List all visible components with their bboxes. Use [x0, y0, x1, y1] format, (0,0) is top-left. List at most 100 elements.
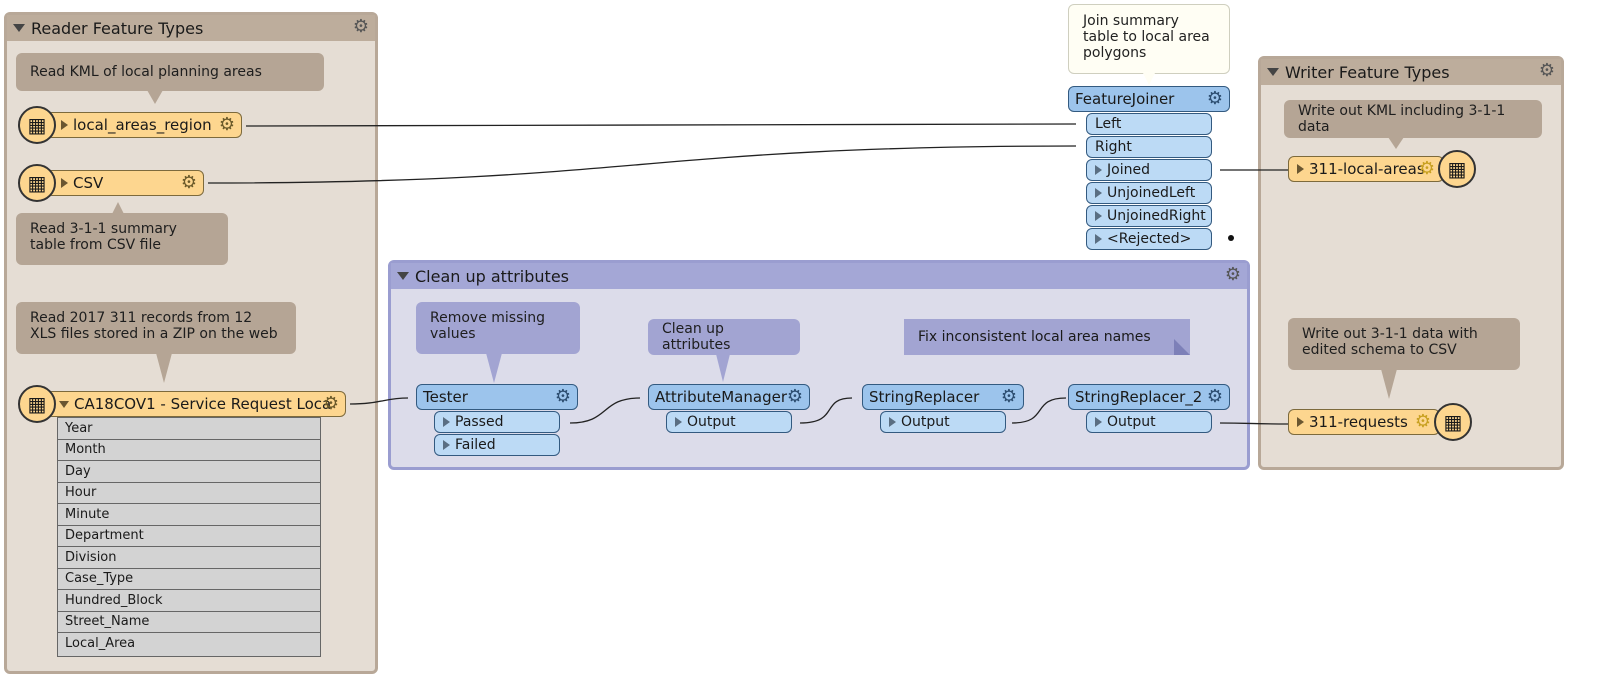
- attribute-row[interactable]: Department: [58, 526, 320, 547]
- expand-icon[interactable]: [1297, 164, 1304, 174]
- feature-type-name: 311-requests: [1309, 413, 1408, 431]
- transformer-name: AttributeManager: [655, 388, 787, 406]
- output-port-passed[interactable]: Passed: [434, 411, 560, 433]
- gear-icon[interactable]: ⚙: [1206, 386, 1223, 407]
- reader-table-icon[interactable]: ▦: [18, 385, 56, 423]
- annotation-pointer: [112, 202, 124, 214]
- gear-icon[interactable]: ⚙: [322, 393, 339, 414]
- transformer-name: FeatureJoiner: [1075, 90, 1175, 108]
- attribute-row[interactable]: Hour: [58, 483, 320, 504]
- gear-icon[interactable]: ⚙: [554, 386, 571, 407]
- annotation-pointer: [716, 354, 730, 382]
- gear-icon[interactable]: ⚙: [218, 114, 235, 135]
- writer-table-icon[interactable]: ▦: [1438, 150, 1476, 188]
- expand-icon[interactable]: [443, 417, 450, 427]
- link-output-to-strrep2: [1011, 397, 1067, 424]
- output-port-output[interactable]: Output: [1086, 411, 1212, 433]
- link-passed-to-attrmgr: [569, 397, 641, 424]
- port-label: Output: [687, 414, 736, 430]
- transformer-stringreplacer[interactable]: StringReplacer ⚙: [862, 384, 1024, 410]
- port-label: <Rejected>: [1107, 231, 1192, 247]
- output-port-output[interactable]: Output: [666, 411, 792, 433]
- cleanup-bookmark-header[interactable]: Clean up attributes: [391, 263, 1247, 289]
- attribute-row[interactable]: Hundred_Block: [58, 590, 320, 612]
- input-port-right[interactable]: Right: [1086, 136, 1212, 158]
- annotation-fix-names[interactable]: Fix inconsistent local area names: [904, 319, 1190, 355]
- expand-icon[interactable]: [1095, 188, 1102, 198]
- attribute-row[interactable]: Street_Name: [58, 612, 320, 633]
- collapse-icon[interactable]: [13, 24, 25, 32]
- gear-icon[interactable]: ⚙: [786, 386, 803, 407]
- collapse-icon[interactable]: [1267, 68, 1279, 76]
- gear-icon[interactable]: ⚙: [1538, 60, 1555, 81]
- output-port-joined[interactable]: Joined: [1086, 159, 1212, 181]
- expand-icon[interactable]: [675, 417, 682, 427]
- annotation-clean-attrs[interactable]: Clean up attributes: [648, 319, 800, 355]
- expand-icon[interactable]: [443, 440, 450, 450]
- annotation-write-csv[interactable]: Write out 3-1-1 data with edited schema …: [1288, 318, 1520, 370]
- gear-icon[interactable]: ⚙: [1000, 386, 1017, 407]
- expand-icon[interactable]: [1095, 211, 1102, 221]
- attribute-row[interactable]: Day: [58, 461, 320, 483]
- annotation-text: Clean up attributes: [662, 321, 731, 353]
- reader-ca18cov1[interactable]: CA18COV1 - Service Request Loca ⚙: [46, 391, 346, 417]
- collapse-icon[interactable]: [59, 400, 69, 408]
- attribute-row[interactable]: Division: [58, 547, 320, 569]
- transformer-tester[interactable]: Tester ⚙: [416, 384, 578, 410]
- gear-icon[interactable]: ⚙: [1414, 411, 1431, 432]
- output-port-unjoinedright[interactable]: UnjoinedRight: [1086, 205, 1212, 227]
- link-ca18-to-tester: [349, 397, 409, 405]
- gear-icon[interactable]: ⚙: [352, 16, 369, 37]
- reader-table-icon[interactable]: ▦: [18, 164, 56, 202]
- attribute-row[interactable]: Local_Area: [65, 636, 136, 652]
- expand-icon[interactable]: [1095, 417, 1102, 427]
- reader-bookmark-header[interactable]: Reader Feature Types: [7, 15, 375, 41]
- transformer-attributemanager[interactable]: AttributeManager ⚙: [648, 384, 810, 410]
- gear-icon[interactable]: ⚙: [1418, 158, 1435, 179]
- annotation-read-csv[interactable]: Read 3-1-1 summary table from CSV file: [16, 213, 228, 265]
- reader-local-areas-region[interactable]: local_areas_region ⚙: [46, 112, 242, 138]
- expand-icon[interactable]: [1095, 165, 1102, 175]
- feature-type-name: local_areas_region: [73, 116, 212, 134]
- folded-corner-icon: [1174, 339, 1190, 355]
- annotation-text: Remove missing values: [430, 310, 546, 342]
- transformer-featurejoiner[interactable]: FeatureJoiner ⚙: [1068, 86, 1230, 112]
- expand-icon[interactable]: [61, 120, 68, 130]
- attribute-row[interactable]: Year: [58, 418, 320, 440]
- attribute-row[interactable]: Case_Type: [58, 569, 320, 590]
- annotation-join[interactable]: Join summary table to local area polygon…: [1068, 4, 1230, 74]
- expand-icon[interactable]: [61, 178, 68, 188]
- output-port-output[interactable]: Output: [880, 411, 1006, 433]
- annotation-read-xls[interactable]: Read 2017 311 records from 12 XLS files …: [16, 302, 296, 354]
- writer-311-local-areas[interactable]: 311-local-areas ⚙: [1288, 156, 1444, 182]
- collapse-icon[interactable]: [397, 272, 409, 280]
- transformer-name: StringReplacer: [869, 388, 980, 406]
- expand-icon[interactable]: [1297, 417, 1304, 427]
- output-port-failed[interactable]: Failed: [434, 434, 560, 456]
- output-port-unjoinedleft[interactable]: UnjoinedLeft: [1086, 182, 1212, 204]
- expand-icon[interactable]: [1095, 234, 1102, 244]
- port-label: Right: [1095, 139, 1132, 155]
- expand-icon[interactable]: [889, 417, 896, 427]
- annotation-text: Read 2017 311 records from 12 XLS files …: [30, 310, 278, 342]
- annotation-text: Join summary table to local area polygon…: [1083, 13, 1210, 61]
- gear-icon[interactable]: ⚙: [1206, 88, 1223, 109]
- annotation-remove-missing[interactable]: Remove missing values: [416, 302, 580, 354]
- reader-table-icon[interactable]: ▦: [18, 106, 56, 144]
- attribute-row[interactable]: Minute: [58, 504, 320, 526]
- writer-table-icon[interactable]: ▦: [1434, 403, 1472, 441]
- gear-icon[interactable]: ⚙: [1224, 264, 1241, 285]
- annotation-read-kml[interactable]: Read KML of local planning areas: [16, 53, 324, 91]
- input-port-left[interactable]: Left: [1086, 113, 1212, 135]
- reader-csv[interactable]: CSV ⚙: [46, 170, 204, 196]
- annotation-write-kml[interactable]: Write out KML including 3-1-1 data: [1284, 100, 1542, 138]
- gear-icon[interactable]: ⚙: [180, 172, 197, 193]
- writer-311-requests[interactable]: 311-requests ⚙: [1288, 409, 1440, 435]
- attribute-row[interactable]: Month: [58, 440, 320, 461]
- writer-bookmark-header[interactable]: Writer Feature Types: [1261, 59, 1561, 85]
- transformer-stringreplacer-2[interactable]: StringReplacer_2 ⚙: [1068, 384, 1230, 410]
- output-port-rejected[interactable]: <Rejected>: [1086, 228, 1212, 250]
- link-csv-to-right: [207, 145, 1077, 184]
